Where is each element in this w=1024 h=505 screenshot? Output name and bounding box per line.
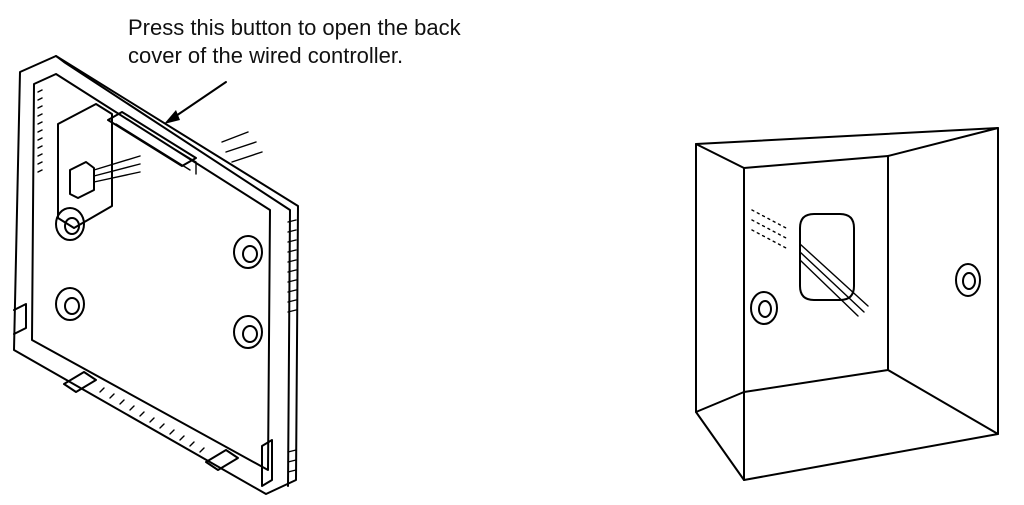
bottom-clip-left — [63, 371, 97, 393]
cable-opening — [799, 213, 855, 301]
knockout-dots — [751, 209, 787, 249]
cable-lines — [799, 243, 869, 317]
release-button-slot — [115, 123, 197, 175]
wire-connector — [69, 161, 95, 199]
annotation-line-1: Press this button to open the back — [128, 15, 461, 40]
wall-box-outer-frame — [695, 127, 999, 481]
controller-plate-edge — [55, 55, 291, 487]
screw-boss-bottom-left — [55, 287, 85, 321]
wall-box-back-face — [743, 155, 889, 393]
wall-box — [695, 127, 999, 481]
press-motion-lines — [221, 131, 263, 163]
screw-boss-top-right — [233, 235, 263, 269]
wall-box-hole-right — [955, 263, 981, 297]
wall-box-hole-left — [750, 291, 778, 325]
annotation-line-2: cover of the wired controller. — [128, 43, 404, 68]
wall-box-left-inner-edge — [695, 391, 745, 413]
controller-inner-recess — [31, 73, 271, 471]
release-button — [107, 111, 197, 167]
screw-boss-top-left — [55, 207, 85, 241]
controller-back-cover — [13, 55, 299, 495]
annotation-caption: Press this button to open the back cover… — [128, 14, 588, 70]
left-notch — [13, 303, 27, 335]
left-edge-ridges — [37, 89, 43, 173]
bottom-edge-teeth — [99, 387, 205, 453]
callout-arrow — [164, 81, 227, 124]
wall-box-depth-lines — [695, 127, 999, 481]
right-latch — [261, 439, 273, 487]
screw-boss-bottom-right — [233, 315, 263, 349]
wire-lines — [93, 155, 141, 183]
bottom-clip-right — [205, 449, 239, 471]
right-edge-ridges — [287, 219, 297, 473]
